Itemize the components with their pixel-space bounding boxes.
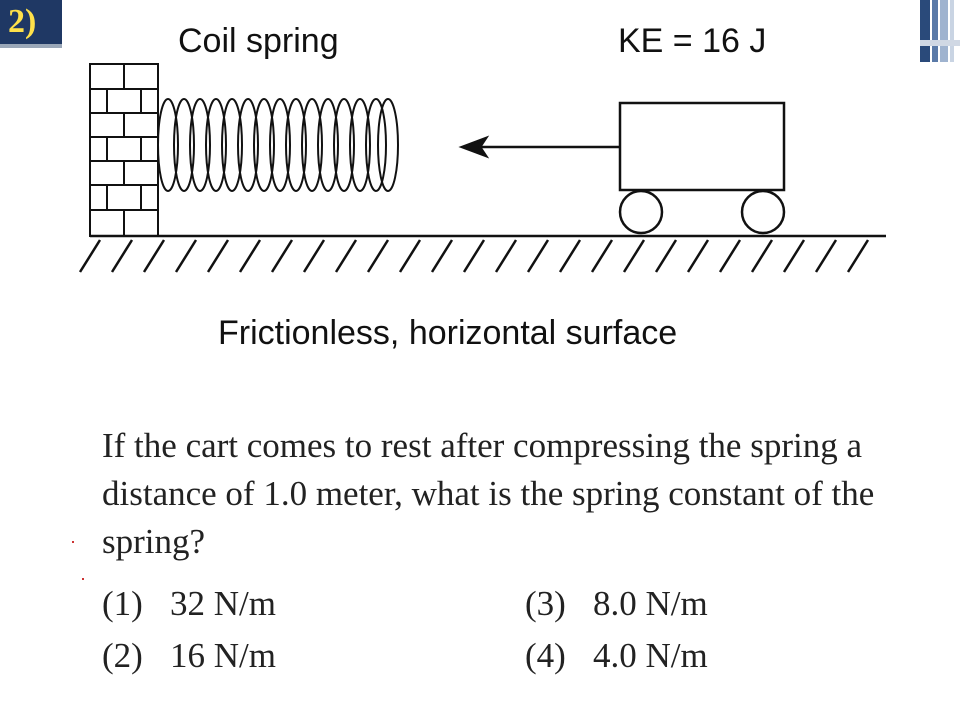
coil-spring bbox=[157, 98, 399, 192]
slide-number-strip bbox=[0, 44, 62, 48]
slide-number-badge: 2) bbox=[0, 0, 62, 46]
kinetic-energy-label: KE = 16 J bbox=[618, 22, 767, 60]
spring-cart-diagram bbox=[78, 63, 886, 273]
option-answer: 32 N/m bbox=[170, 584, 276, 623]
option-number: (2) bbox=[102, 636, 143, 675]
option-number: (3) bbox=[525, 584, 566, 623]
surface-label: Frictionless, horizontal surface bbox=[218, 314, 678, 352]
answer-option-1[interactable]: (1) 32 N/m bbox=[102, 584, 276, 624]
answer-option-3[interactable]: (3) 8.0 N/m bbox=[525, 584, 708, 624]
coil-spring-label: Coil spring bbox=[178, 22, 339, 60]
option-answer: 16 N/m bbox=[170, 636, 276, 675]
question-text: If the cart comes to rest after compress… bbox=[102, 426, 875, 561]
option-number: (1) bbox=[102, 584, 143, 623]
corner-decoration bbox=[920, 0, 960, 62]
stray-mark bbox=[82, 578, 84, 580]
answer-option-4[interactable]: (4) 4.0 N/m bbox=[525, 636, 708, 676]
cart bbox=[618, 101, 786, 235]
brick-wall bbox=[89, 63, 159, 237]
answer-option-2[interactable]: (2) 16 N/m bbox=[102, 636, 276, 676]
option-number: (4) bbox=[525, 636, 566, 675]
stray-mark bbox=[72, 541, 74, 543]
motion-arrow bbox=[458, 135, 620, 159]
ground-surface bbox=[78, 234, 886, 273]
option-answer: 8.0 N/m bbox=[593, 584, 708, 623]
option-answer: 4.0 N/m bbox=[593, 636, 708, 675]
